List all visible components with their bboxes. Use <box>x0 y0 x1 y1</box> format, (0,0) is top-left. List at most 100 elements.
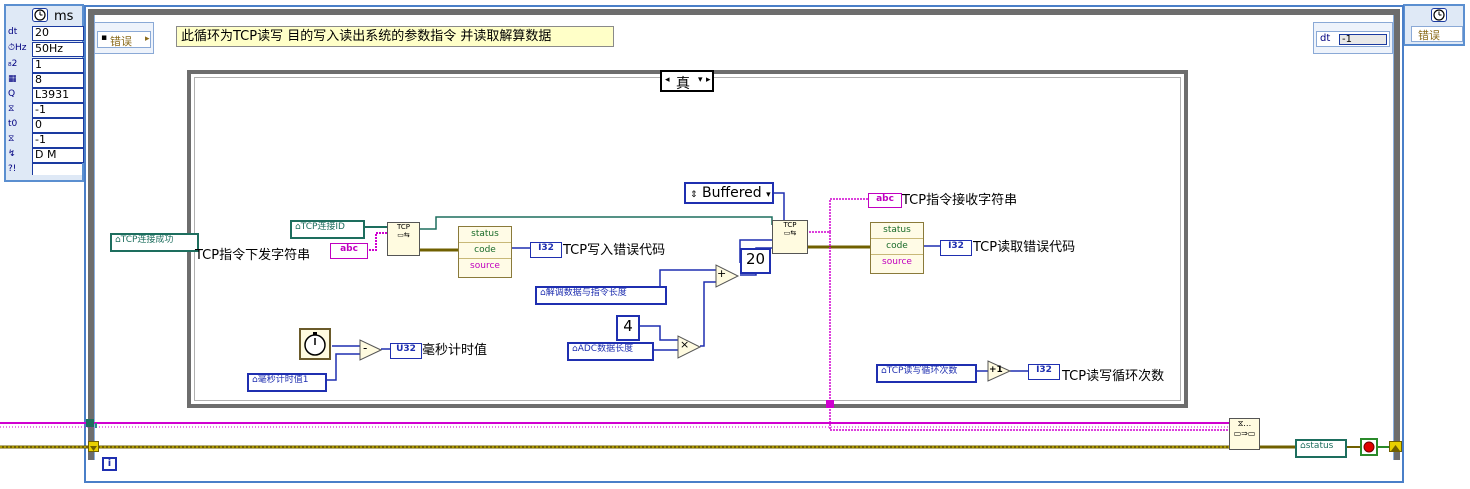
cfg-value[interactable]: D M <box>32 148 84 163</box>
stopwatch-icon <box>304 332 326 356</box>
cfg-icon: ▦ <box>8 74 17 84</box>
tcp-wires <box>95 192 1230 431</box>
comment-box[interactable]: 此循环为TCP读写 目的写入读出系统的参数指令 并读取解算数据 <box>176 26 614 47</box>
tcp-connection-id-control[interactable]: ⌂TCP连接ID <box>290 220 365 239</box>
error-in-terminal[interactable]: ▪ 错误 ▸ <box>97 31 151 48</box>
recv-string-indicator[interactable]: abc <box>868 193 902 208</box>
shift-register-right[interactable] <box>1389 441 1402 452</box>
cfg-row-frequency[interactable]: ⏱Hz 50Hz <box>8 42 84 57</box>
rw-count-indicator[interactable]: I32 <box>1028 364 1060 380</box>
constant-twenty[interactable]: 20 <box>740 248 771 274</box>
increment-arrow-icon[interactable]: ▸ <box>706 75 711 85</box>
ms-timer1-control[interactable]: ⌂毫秒计时值1 <box>247 373 327 392</box>
write-error-unbundle[interactable]: status code source <box>458 226 512 278</box>
source-field: source <box>470 261 500 271</box>
cfg-row-period[interactable]: dt 20 <box>8 26 84 41</box>
cfg-value[interactable]: 1 <box>32 58 84 73</box>
decrement-arrow-icon[interactable]: ◂ <box>665 75 670 85</box>
error-out-label: 错误 <box>1418 29 1440 42</box>
cfg-value[interactable] <box>32 163 82 175</box>
home-icon: ⌂ <box>572 344 578 354</box>
cfg-row-error[interactable]: ?! <box>8 163 82 175</box>
ms-timer1-label: 毫秒计时值1 <box>257 375 309 385</box>
rw-loop-count-control[interactable]: ⌂TCP读写循环次数 <box>876 364 977 383</box>
cfg-row-priority[interactable]: ₈2 1 <box>8 58 84 73</box>
rw-count-label: TCP读写循环次数 <box>1062 369 1165 384</box>
status-unbundle[interactable]: ⌂status <box>1295 439 1347 458</box>
send-string-label: TCP指令下发字符串 <box>195 248 311 263</box>
iteration-terminal[interactable]: i <box>102 457 117 471</box>
cfg-row-deadline[interactable]: ⧖ -1 <box>8 103 84 118</box>
merge-errors-vi[interactable]: ⧖…▭⇒▭ <box>1229 418 1260 450</box>
cfg-icon: ⧖ <box>8 104 15 114</box>
tcp-connected-control[interactable]: ⌂TCP连接成功 <box>110 233 199 252</box>
case-selector[interactable]: ◂ 真 ▾ ▸ <box>660 70 714 92</box>
cfg-value[interactable]: -1 <box>32 103 84 118</box>
tcp-connection-id-label: TCP连接ID <box>300 222 345 232</box>
plus-sign: + <box>717 267 727 280</box>
subtract-function[interactable] <box>359 339 383 361</box>
home-icon: ⌂ <box>252 375 258 385</box>
increment-label: +1 <box>989 365 1003 375</box>
cfg-row-mode[interactable]: ↯ D M <box>8 148 84 163</box>
cfg-icon: ↯ <box>8 149 16 159</box>
right-data-node: dt -1 <box>1313 22 1393 54</box>
i32-tag: I32 <box>948 241 964 251</box>
read-error-indicator[interactable]: I32 <box>940 240 972 256</box>
cfg-value[interactable]: 20 <box>32 26 84 41</box>
cfg-row-offset[interactable]: t0 0 <box>8 118 84 133</box>
read-error-label: TCP读取错误代码 <box>973 240 1076 255</box>
abc-tag: abc <box>876 194 894 204</box>
cfg-value[interactable]: L3931 <box>32 88 84 103</box>
clock-icon <box>1431 8 1447 22</box>
cfg-value[interactable]: 0 <box>32 118 84 133</box>
rw-loop-count-label: TCP读写循环次数 <box>886 366 958 376</box>
multiply-function[interactable] <box>677 335 702 359</box>
cfg-row-processor[interactable]: ▦ 8 <box>8 73 84 88</box>
code-field: code <box>459 243 511 259</box>
ms-timer-label: 毫秒计时值 <box>422 343 488 358</box>
write-error-indicator[interactable]: I32 <box>530 242 562 258</box>
home-icon: ⌂ <box>115 235 121 245</box>
increment-function[interactable] <box>987 360 1012 382</box>
timed-loop-frame <box>88 9 1400 460</box>
cfg-icon: ₈2 <box>8 59 18 69</box>
minus-sign: - <box>363 341 368 355</box>
dropdown-arrow-icon[interactable]: ▾ <box>698 75 703 85</box>
ms-timer-indicator[interactable]: U32 <box>390 343 422 359</box>
stop-condition[interactable] <box>1360 438 1378 456</box>
dt-label: dt <box>1320 33 1331 44</box>
abc-tag: abc <box>340 244 358 254</box>
i32-tag: I32 <box>538 243 554 253</box>
cfg-value[interactable]: 8 <box>32 73 84 88</box>
cfg-icon: ⏱Hz <box>8 43 27 53</box>
network-icon: ▭⇆ <box>397 231 410 239</box>
adc-length-control[interactable]: ⌂ADC数据长度 <box>567 342 654 361</box>
cfg-value[interactable]: 50Hz <box>32 42 84 57</box>
add-function[interactable] <box>715 264 740 288</box>
cfg-row-timeout[interactable]: ⧖ -1 <box>8 133 84 148</box>
dt-terminal[interactable]: dt -1 <box>1316 31 1390 47</box>
cfg-icon: dt <box>8 27 18 37</box>
error-out-terminal[interactable]: 错误 <box>1411 26 1463 42</box>
tcp-write-label: TCP <box>397 223 410 231</box>
tick-count-function[interactable] <box>299 328 331 360</box>
tcp-read-vi[interactable]: TCP▭⇆ <box>772 220 808 254</box>
buffered-mode-constant[interactable]: ⇕ Buffered ▾ <box>684 182 774 204</box>
recv-string-label: TCP指令接收字符串 <box>902 193 1018 208</box>
u32-tag: U32 <box>396 344 416 354</box>
parse-length-control[interactable]: ⌂解调数据与指令长度 <box>535 286 667 305</box>
send-string-control[interactable]: abc <box>330 243 368 259</box>
tcp-write-vi[interactable]: TCP▭⇆ <box>387 222 420 256</box>
cfg-row-name[interactable]: Q L3931 <box>8 88 84 103</box>
tcp-read-label: TCP <box>783 221 797 229</box>
adc-length-label: ADC数据长度 <box>577 344 634 354</box>
status-field: status <box>871 223 923 239</box>
timed-loop-inner <box>94 15 1394 460</box>
home-icon: ⌂ <box>295 222 301 232</box>
shift-register-left[interactable] <box>88 441 99 452</box>
read-error-unbundle[interactable]: status code source <box>870 222 924 274</box>
constant-four[interactable]: 4 <box>616 315 640 341</box>
cfg-value[interactable]: -1 <box>32 133 84 148</box>
